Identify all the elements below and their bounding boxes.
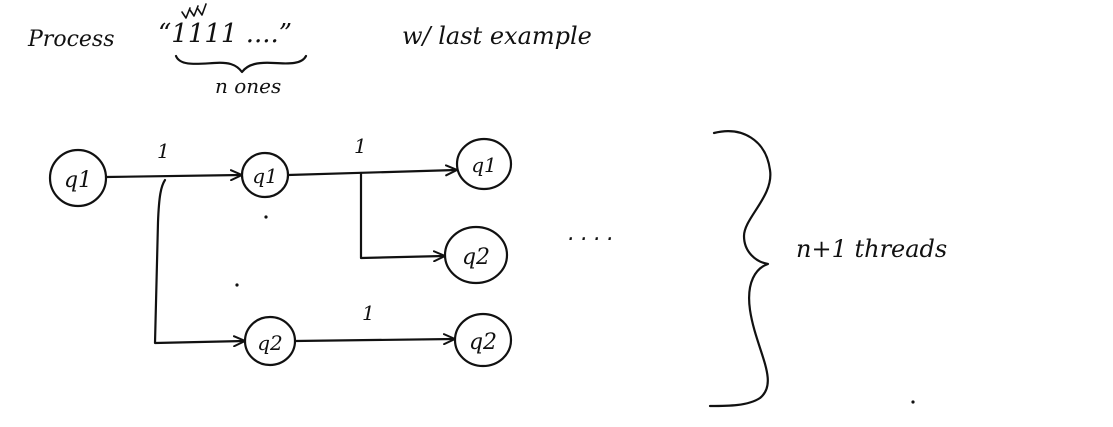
state-q1-start: q1 xyxy=(48,148,108,208)
state-q2-lower-middle: q2 xyxy=(243,315,297,367)
transition-label: 1 xyxy=(354,134,367,158)
ellipsis-dot xyxy=(235,283,239,287)
state-label: q2 xyxy=(462,245,490,270)
state-q1-end: q1 xyxy=(455,137,513,191)
state-label: q1 xyxy=(64,168,92,193)
note-text: w/ last example xyxy=(402,22,592,50)
continuation-dots: .... xyxy=(568,221,620,246)
ellipsis-dot xyxy=(264,215,268,219)
state-q2-upper: q2 xyxy=(443,225,509,285)
input-string: “1111 ....” xyxy=(158,19,292,49)
thread-brace xyxy=(708,130,772,408)
transition-label: 1 xyxy=(157,139,170,163)
ellipsis-dot xyxy=(911,400,915,404)
underbrace xyxy=(174,54,308,74)
state-label: q1 xyxy=(471,153,497,177)
arrow-q1-to-q1-middle xyxy=(104,169,243,182)
state-label: q2 xyxy=(257,331,283,355)
state-q1-middle: q1 xyxy=(240,151,290,199)
transition-label: 1 xyxy=(362,301,375,325)
branch-to-q2-lower xyxy=(153,178,246,348)
arrow-q1-middle-to-q1-end xyxy=(286,164,458,177)
state-q2-lower-end: q2 xyxy=(453,312,513,368)
branch-to-q2-upper xyxy=(359,171,446,263)
check-marks xyxy=(181,3,207,19)
process-word: Process xyxy=(27,27,115,52)
arrow-q2-to-q2-end xyxy=(293,333,456,346)
state-label: q1 xyxy=(252,164,278,188)
brace-label: n ones xyxy=(215,74,281,98)
threads-label: n+1 threads xyxy=(796,235,947,263)
state-label: q2 xyxy=(469,330,497,355)
